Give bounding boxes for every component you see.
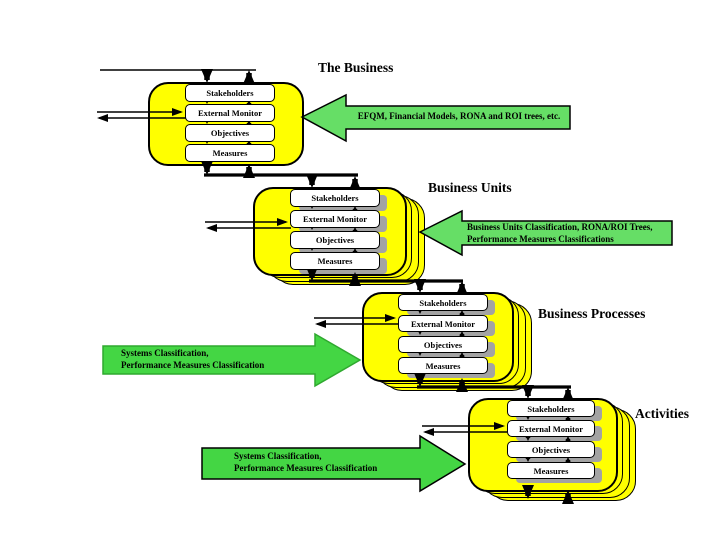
subbox-stakeholders: Stakeholders [290, 189, 380, 207]
level-title-business-units: Business Units [428, 180, 512, 195]
flow-arrow-caption: Business Units Classification, RONA/ROI … [467, 222, 669, 245]
subbox-measures: Measures [185, 144, 275, 162]
flow-arrow-caption: Systems Classification, Performance Meas… [234, 451, 434, 474]
caption-line: Systems Classification, [121, 348, 209, 358]
subbox-objectives: Objectives [185, 124, 275, 142]
flow-arrow-caption: EFQM, Financial Models, RONA and ROI tre… [352, 111, 566, 123]
flow-arrow-the-business [300, 93, 571, 143]
level-title-the-business: The Business [318, 60, 394, 75]
flow-arrow-activities [201, 434, 467, 493]
caption-line: Systems Classification, [234, 451, 322, 461]
subbox-external-monitor: External Monitor [398, 315, 488, 332]
caption-line: EFQM, Financial Models, RONA and ROI tre… [357, 111, 561, 121]
feedback-lines [97, 108, 507, 436]
flow-arrow-business-units [418, 209, 673, 257]
caption-line: Performance Measures Classification [121, 359, 265, 370]
subbox-external-monitor: External Monitor [290, 210, 380, 228]
subbox-stakeholders: Stakeholders [507, 400, 595, 417]
subbox-objectives: Objectives [398, 336, 488, 353]
subbox-measures: Measures [398, 357, 488, 374]
subbox-external-monitor: External Monitor [507, 420, 595, 437]
caption-line: Performance Measures Classification [234, 462, 378, 473]
flow-arrow-business-processes [102, 332, 362, 388]
subbox-stakeholders: Stakeholders [185, 84, 275, 102]
level-title-activities: Activities [635, 406, 689, 421]
subbox-external-monitor: External Monitor [185, 104, 275, 122]
transition-lines [204, 173, 571, 389]
flow-block-arrows [102, 93, 673, 493]
subbox-objectives: Objectives [507, 441, 595, 458]
level-title-business-processes: Business Processes [538, 306, 646, 321]
caption-line: Performance Measures Classifications [467, 233, 614, 244]
subbox-measures: Measures [507, 462, 595, 479]
subbox-measures: Measures [290, 252, 380, 270]
subbox-stakeholders: Stakeholders [398, 294, 488, 311]
caption-line: Business Units Classification, RONA/ROI … [467, 222, 653, 232]
flow-arrow-caption: Systems Classification, Performance Meas… [121, 348, 321, 371]
subbox-objectives: Objectives [290, 231, 380, 249]
